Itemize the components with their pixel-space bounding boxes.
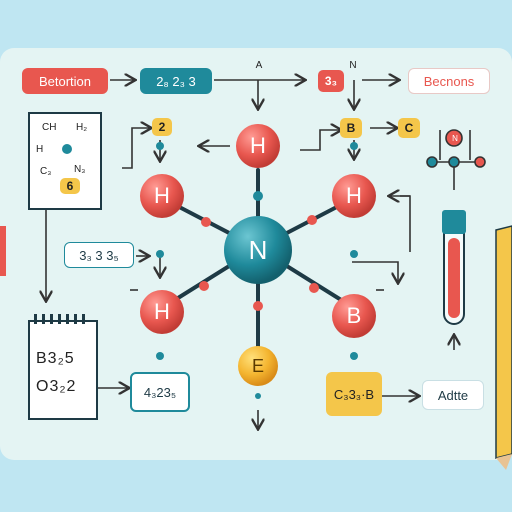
atom-left-upper-label: H: [154, 183, 170, 208]
bond-joints: [199, 191, 319, 311]
becnons-label: Becnons: [408, 68, 490, 94]
formula-label-left: 3₃ 3 3₅: [64, 242, 134, 268]
joint-dot: [253, 191, 263, 201]
atoms: [140, 124, 376, 386]
node-dot: [350, 142, 358, 150]
small-molecule: [426, 129, 486, 190]
formula-label-yellow: C₃3₃·B: [326, 372, 382, 416]
node-dot: [156, 352, 164, 360]
arrow: [122, 128, 150, 169]
misc-connectors: [46, 128, 454, 428]
formula-label-top: 2₈ 2₃ 3: [140, 68, 212, 94]
card-center-dot: [62, 144, 72, 154]
atom-bottom-circle: [238, 346, 278, 386]
atom-bottom-label: E: [251, 355, 264, 376]
atom-dot: [448, 156, 460, 168]
notepad-rings: [34, 314, 90, 324]
atom-right-lower-circle: [332, 294, 376, 338]
card-c3: C₃: [40, 166, 52, 177]
arrow: [352, 261, 398, 282]
joint-dot: [199, 281, 209, 291]
node-dot: [156, 250, 164, 258]
card-n3: N₃: [74, 164, 86, 175]
node-dot: [350, 352, 358, 360]
node-dot: [255, 393, 261, 399]
atom-center-label: N: [248, 234, 268, 265]
card-h: H: [36, 144, 44, 155]
atom-right-upper-circle: [332, 174, 376, 218]
atom-left-lower-circle: [140, 290, 184, 334]
card-badge: 6: [60, 178, 80, 194]
atom-left-lower-label: H: [154, 299, 170, 324]
atom-top-label: H: [250, 133, 266, 158]
joint-dot: [253, 301, 263, 311]
notepad-line-1: B3₂5: [36, 350, 75, 367]
small-n-label: N: [452, 133, 458, 143]
connector-line: [400, 195, 411, 252]
atom-left-upper-circle: [140, 174, 184, 218]
yellow-badge-c: C: [398, 118, 420, 138]
joint-dot: [309, 283, 319, 293]
test-tube-icon: [442, 210, 466, 325]
atom-dot: [474, 156, 486, 168]
pencil-icon: [495, 225, 512, 470]
atom-dot: [445, 129, 463, 147]
betortion-label: Betortion: [22, 68, 108, 94]
red-badge-top: 3₃: [318, 70, 344, 92]
top-arrows: [110, 80, 398, 108]
joint-dot: [201, 217, 211, 227]
yellow-badge-b: B: [340, 118, 362, 138]
card-h2: H₂: [76, 122, 88, 133]
yellow-badge-2: 2: [152, 118, 172, 136]
joint-dot: [307, 215, 317, 225]
atom-center-circle: [224, 216, 292, 284]
molecule-card: CH H₂ H C₃ N₃ 6: [28, 112, 102, 210]
atom-right-upper-label: H: [346, 183, 362, 208]
card-ch: CH: [42, 122, 57, 133]
notepad-line-2: O3₂2: [36, 378, 77, 395]
formula-label-bottom: 4₃23₅: [130, 372, 190, 412]
arrow-tag-a: A: [255, 59, 263, 71]
atom-dot: [426, 156, 438, 168]
notepad: B3₂5 O3₂2: [28, 314, 98, 420]
n-tag: N: [349, 59, 357, 71]
atom-right-lower-label: B: [346, 303, 362, 328]
small-dots: [156, 142, 358, 399]
atom-top-circle: [236, 124, 280, 168]
adtte-label: Adtte: [422, 380, 484, 410]
node-dot: [156, 142, 164, 150]
arrow: [300, 130, 340, 151]
node-dot: [350, 250, 358, 258]
edge-tab-icon: [0, 226, 6, 276]
